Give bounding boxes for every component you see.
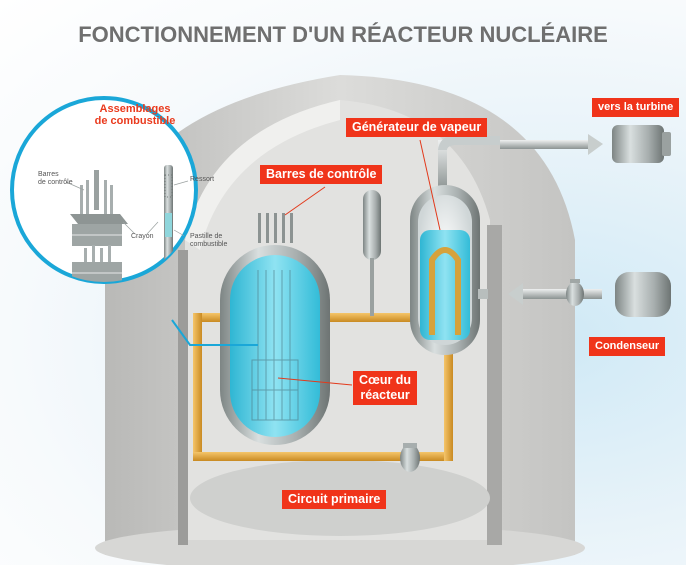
inset-title-line1: Assemblages (99, 103, 171, 115)
label-circuit-primaire: Circuit primaire (282, 490, 387, 509)
condenser-icon (615, 272, 671, 317)
primary-circuit-pipes (193, 313, 453, 461)
reactor-vessel-icon (220, 213, 330, 445)
inset-pastille-line1: Pastille de (190, 233, 223, 240)
inset-title: Assemblages de combustible (80, 103, 190, 127)
valve-icon (566, 279, 584, 306)
label-coeur-line2: réacteur (360, 388, 410, 402)
label-generateur-vapeur: Générateur de vapeur (346, 118, 488, 137)
fuel-assembly-icon (70, 170, 128, 282)
inset-barres-line1: Barres (38, 171, 59, 178)
fuel-rod-icon (164, 165, 173, 272)
secondary-pipes (478, 134, 603, 306)
label-condenseur: Condenseur (589, 337, 666, 356)
steam-generator-icon (410, 135, 500, 355)
arrow-to-turbine-icon (588, 134, 603, 155)
pressurizer-icon (363, 190, 381, 316)
inset-label-ressort: Ressort (190, 176, 215, 183)
pump-icon (400, 443, 420, 472)
inset-barres-line2: de contrôle (38, 179, 73, 186)
inset-label-pastille: Pastille de combustible (190, 233, 227, 249)
label-vers-turbine: vers la turbine (592, 98, 680, 117)
inset-label-crayon: Crayon (131, 233, 154, 240)
inset-label-barres: Barres de contrôle (38, 171, 73, 187)
inset-pastille-line2: combustible (190, 241, 228, 248)
arrow-from-condenser-icon (508, 283, 523, 305)
page-title: FONCTIONNEMENT D'UN RÉACTEUR NUCLÉAIRE (78, 22, 608, 47)
inset-connector (171, 319, 258, 346)
leader-lines (277, 139, 441, 386)
label-barres-controle: Barres de contrôle (260, 165, 383, 184)
turbine-icon (612, 125, 671, 163)
inset-title-line2: de combustible (94, 115, 176, 127)
fuel-assembly-inset (10, 96, 198, 284)
control-rods-icon (258, 213, 293, 243)
label-coeur-reacteur: Cœur du réacteur (353, 371, 418, 405)
label-coeur-line1: Cœur du (359, 373, 412, 387)
